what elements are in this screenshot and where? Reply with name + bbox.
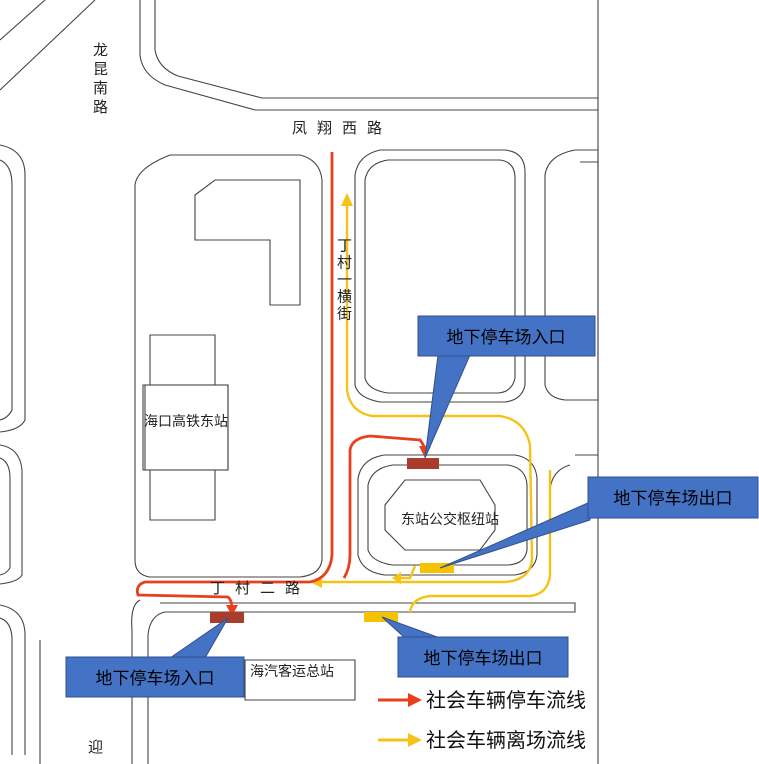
parking-flow [135, 152, 431, 616]
road-label-dingcun-1: 丁村一横街 [335, 238, 353, 323]
callout-entrance-top-label: 地下停车场入口 [447, 328, 566, 348]
exit-marker-right [420, 563, 454, 573]
callout-entrance-bottom-box [65, 656, 245, 698]
callout-entrance-bottom-pointer [168, 617, 229, 659]
building-label-bus-terminal: 海汽客运总站 [250, 663, 334, 680]
callout-exit-right-label: 地下停车场出口 [614, 489, 733, 509]
leaving-flow-arrow-1 [341, 193, 353, 206]
parking-flow-arrow-1 [226, 605, 238, 616]
entrance-marker-bottom [210, 612, 244, 623]
callout-entrance-bottom-label: 地下停车场入口 [96, 669, 215, 689]
callout-entrance-bottom: 地下停车场入口 [65, 617, 245, 698]
block-outlines [0, 0, 599, 764]
road-label-dingcun-2: 丁村二路 [210, 579, 310, 597]
legend-parking-flow-label: 社会车辆停车流线 [426, 688, 586, 712]
leaving-flow-route-3 [408, 470, 552, 613]
building-label-bus-hub: 东站公交枢纽站 [401, 511, 499, 528]
legend: 社会车辆停车流线 社会车辆离场流线 [378, 688, 586, 752]
callout-entrance-top: 地下停车场入口 [417, 315, 596, 459]
legend-leaving-flow-arrow [408, 733, 422, 747]
road-label-longkun-south: 龙昆南路 [91, 42, 109, 118]
parking-flow-route-2 [342, 434, 427, 579]
callout-exit-right-box [587, 476, 759, 519]
callout-exit-bottom-pointer [381, 616, 441, 639]
entrance-marker-top [407, 458, 439, 469]
callout-exit-right: 地下停车场出口 [439, 476, 759, 569]
road-label-fengxiang-west: 凤翔西路 [292, 119, 392, 137]
leaving-flow [310, 193, 552, 613]
leaving-flow-route-1 [320, 200, 534, 584]
building-label-haikou-east-station: 海口高铁东站 [144, 413, 228, 430]
exit-marker-bottom [364, 612, 398, 622]
leaving-flow-route-2 [398, 565, 417, 580]
callout-exit-bottom-label: 地下停车场出口 [424, 649, 543, 669]
callout-exit-bottom: 地下停车场出口 [381, 616, 569, 678]
leaving-flow-arrow-3 [392, 572, 401, 584]
callout-entrance-top-box [417, 315, 596, 357]
road-label-ying: 迎 [88, 738, 103, 756]
callout-entrance-top-pointer [424, 354, 471, 459]
callout-exit-bottom-box [397, 636, 569, 678]
parking-flow-route-1 [135, 152, 334, 611]
legend-parking-flow-arrow [408, 693, 422, 707]
legend-leaving-flow-label: 社会车辆离场流线 [426, 728, 586, 752]
